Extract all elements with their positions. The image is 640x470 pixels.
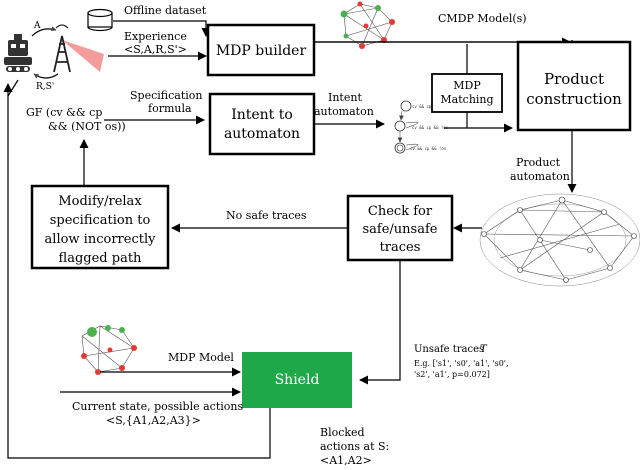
action-arrow xyxy=(31,26,57,37)
blocked-line2: actions at S: xyxy=(320,440,389,453)
robot-icon xyxy=(4,34,32,72)
unsafe-traces-arrow xyxy=(359,260,401,385)
spec-formula-line2: formula xyxy=(148,102,192,115)
blocked-line3: <A1,A2> xyxy=(320,454,372,467)
modify-line3: allow incorrectly xyxy=(45,232,157,247)
mdp-builder-label: MDP builder xyxy=(216,43,307,59)
automaton-edge-label-2: cv && cp && !os xyxy=(412,125,449,130)
offline-dataset-label: Offline dataset xyxy=(124,4,207,17)
no-safe-traces-label: No safe traces xyxy=(226,209,307,222)
mdp-model-graph xyxy=(81,325,137,375)
check-line1: Check for xyxy=(368,204,433,219)
gf-formula-line2: && (NOT os)) xyxy=(48,120,126,133)
automaton-edge-label-3: cv && cp && !os xyxy=(410,146,447,151)
product-construction-box xyxy=(516,40,632,132)
spec-formula-line1: Specification xyxy=(130,89,202,102)
unsafe-traces-label: Unsafe traces xyxy=(414,344,484,355)
product-automaton-graph xyxy=(479,193,640,287)
shield-box xyxy=(242,352,352,408)
check-line3: traces xyxy=(380,240,421,255)
mdp-matching-line1: MDP xyxy=(453,79,481,92)
intent-automaton-line1: Intent xyxy=(328,91,362,104)
cmdp-models-label: CMDP Model(s) xyxy=(438,12,527,25)
database-icon xyxy=(87,8,113,32)
shield-label: Shield xyxy=(275,372,320,388)
feedback-arrow xyxy=(33,73,59,79)
dataset-to-builder-arrow xyxy=(113,20,211,37)
modify-relax-box xyxy=(30,184,170,270)
product-automaton-line1: Product xyxy=(516,156,561,169)
product-automaton-line2: automaton xyxy=(510,170,570,183)
blocked-line1: Blocked xyxy=(320,426,365,439)
antenna-icon xyxy=(53,24,104,73)
feedback-label: R,S' xyxy=(36,82,54,92)
mdp-matching-line2: Matching xyxy=(440,93,493,106)
mdp-matching-box xyxy=(431,73,503,113)
mdp-builder-box xyxy=(206,23,316,77)
current-state-line2: <S,{A1,A2,A3}> xyxy=(106,414,201,427)
intent-to-automaton-box xyxy=(208,92,316,156)
experience-tuple-label: <S,A,R,S'> xyxy=(124,43,187,56)
unsafe-traces-symbol: T xyxy=(480,344,488,355)
check-line2: safe/unsafe xyxy=(363,222,438,237)
modify-line1: Modify/relax xyxy=(58,194,142,209)
experience-label: Experience xyxy=(124,30,187,43)
product-construction-line2: construction xyxy=(526,90,622,108)
unsafe-example-line1: E.g. ['s1', 's0', 'a1', 's0', xyxy=(414,359,509,368)
intent-to-automaton-line2: automaton xyxy=(224,126,300,142)
cmdp-model-graph xyxy=(340,1,395,49)
check-safe-box xyxy=(346,194,454,262)
intent-automaton-line2: automaton xyxy=(314,105,374,118)
modify-line4: flagged path xyxy=(59,251,143,266)
product-construction-line1: Product xyxy=(544,70,604,88)
automaton-edge-label-1: cv && cp xyxy=(412,104,432,109)
modify-line2: specification to xyxy=(50,213,151,228)
intent-automaton-graph: cv && cp cv && cp && !os cv && cp && !os xyxy=(394,100,449,154)
gf-formula-line1: GF (cv && cp xyxy=(26,106,102,119)
mdp-model-label: MDP Model xyxy=(168,351,234,364)
current-state-line1: Current state, possible actions xyxy=(72,400,243,413)
unsafe-example-line2: 's2', 'a1', p=0.072] xyxy=(414,370,490,379)
intent-to-automaton-line1: Intent to xyxy=(231,107,293,123)
action-label: A xyxy=(33,21,41,31)
